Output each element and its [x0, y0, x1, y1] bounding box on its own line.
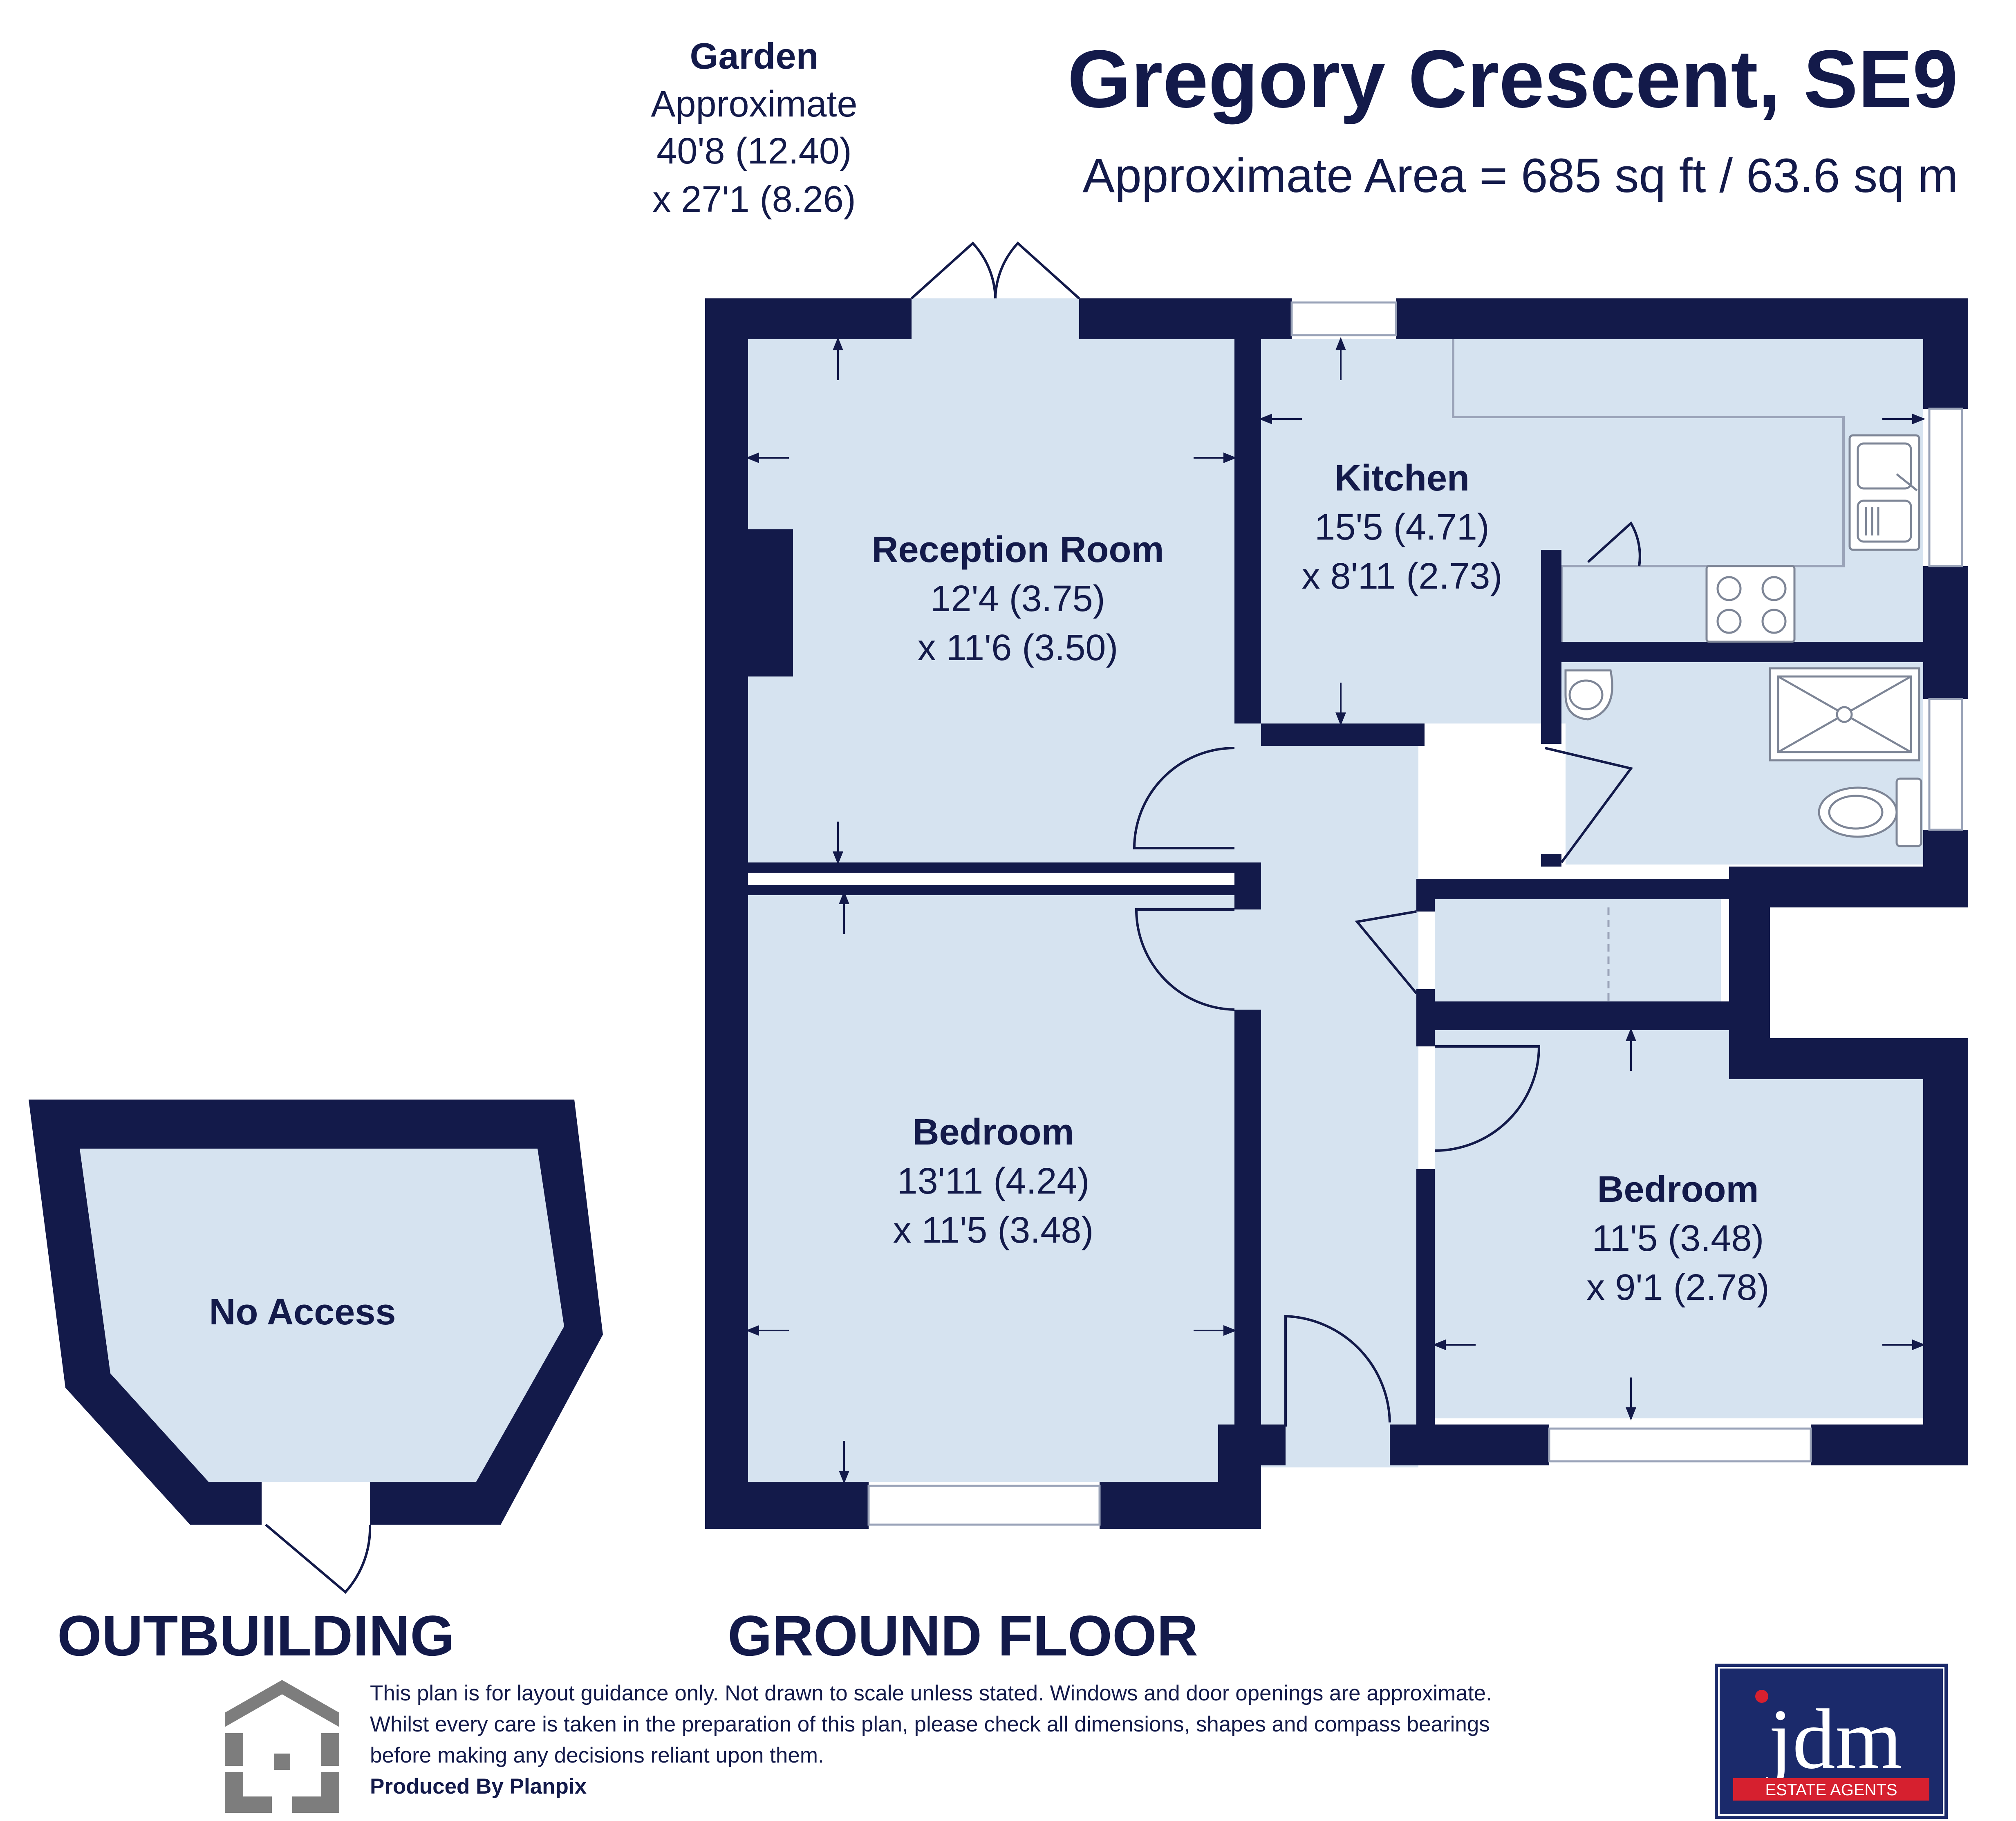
room-dim2: x 9'1 (2.78): [1586, 1267, 1769, 1308]
room-name: Reception Room: [871, 529, 1164, 570]
bedroom-2-window: [1548, 1427, 1812, 1463]
logo-text: jdm: [1766, 1692, 1902, 1787]
bedroom-label: Bedroom 13'11 (4.24) x 11'5 (3.48): [893, 1112, 1094, 1251]
reception-room-floor: [748, 339, 1234, 867]
room-dim1: 15'5 (4.71): [1315, 507, 1489, 548]
cupboard-floor: [1435, 891, 1721, 1001]
bedroom-floor: [748, 893, 1234, 1482]
room-dim1: 13'11 (4.24): [897, 1161, 1090, 1202]
doors: [265, 241, 1641, 1594]
room-dim1: 12'4 (3.75): [930, 578, 1105, 619]
room-name: Bedroom: [912, 1112, 1074, 1153]
disclaimer: This plan is for layout guidance only. N…: [370, 1678, 1531, 1802]
shower-tray-icon: [1769, 667, 1920, 762]
kitchen-window: [1290, 301, 1397, 336]
producer-credit: Produced By Planpix: [370, 1774, 587, 1799]
door-swing-icon: [1355, 910, 1418, 994]
outbuilding-floor: [80, 1149, 564, 1482]
garden-door-opening: [912, 298, 1079, 339]
garden-label: Garden Approximate 40'8 (12.40) x 27'1 (…: [651, 36, 857, 220]
door-swing-icon: [265, 1523, 372, 1594]
jdm-logo: jdm ESTATE AGENTS: [1715, 1664, 1948, 1819]
garden-name: Garden: [690, 36, 818, 77]
fixtures: [1564, 434, 1922, 847]
room-dim1: 11'5 (3.48): [1592, 1218, 1764, 1259]
planpix-logo-icon: [225, 1680, 339, 1813]
hallway-floor: [1234, 723, 1418, 1467]
page-title: Gregory Crescent, SE9: [1067, 34, 1958, 125]
kitchen-side-window: [1928, 408, 1963, 567]
door-swing-icon: [1434, 1045, 1541, 1152]
room-name: Bedroom: [1597, 1169, 1758, 1210]
room-name: Kitchen: [1335, 458, 1469, 499]
reception-room-label: Reception Room 12'4 (3.75) x 11'6 (3.50): [871, 529, 1164, 668]
basin-icon: [1564, 669, 1613, 721]
bedroom-2-label: Bedroom 11'5 (3.48) x 9'1 (2.78): [1586, 1169, 1769, 1308]
bedroom-2-floor: [1435, 1030, 1923, 1418]
outbuilding-label: OUTBUILDING: [57, 1604, 455, 1668]
hob-icon: [1705, 565, 1796, 643]
kitchen-label: Kitchen 15'5 (4.71) x 8'11 (2.73): [1302, 458, 1503, 597]
door-swing-icon: [910, 241, 1080, 300]
garden-note: Approximate: [651, 84, 857, 125]
toilet-icon: [1818, 777, 1922, 847]
bedroom-window: [867, 1485, 1101, 1526]
door-swing-icon: [1587, 521, 1641, 567]
logo-subtitle: ESTATE AGENTS: [1765, 1781, 1897, 1799]
outbuilding-room-label: No Access: [209, 1292, 396, 1333]
room-floors: [80, 298, 1923, 1482]
ground-floor-label: GROUND FLOOR: [728, 1604, 1198, 1668]
disclaimer-text: This plan is for layout guidance only. N…: [370, 1681, 1492, 1767]
door-swing-icon: [1133, 747, 1235, 849]
door-swing-icon: [1284, 1315, 1391, 1427]
walls: [29, 298, 1968, 1529]
bathroom-window: [1928, 698, 1963, 831]
area-summary: Approximate Area = 685 sq ft / 63.6 sq m: [1082, 149, 1958, 203]
sink-icon: [1848, 434, 1920, 551]
room-dim2: x 11'5 (3.48): [893, 1210, 1094, 1251]
windows: [867, 301, 1963, 1526]
garden-dim2: x 27'1 (8.26): [652, 179, 856, 220]
dimension-arrows: [746, 337, 1926, 1484]
door-swing-icon: [1545, 747, 1633, 863]
room-dim2: x 11'6 (3.50): [918, 627, 1118, 668]
door-swing-icon: [1135, 908, 1235, 1011]
garden-dim1: 40'8 (12.40): [656, 131, 852, 172]
room-dim2: x 8'11 (2.73): [1302, 556, 1503, 597]
